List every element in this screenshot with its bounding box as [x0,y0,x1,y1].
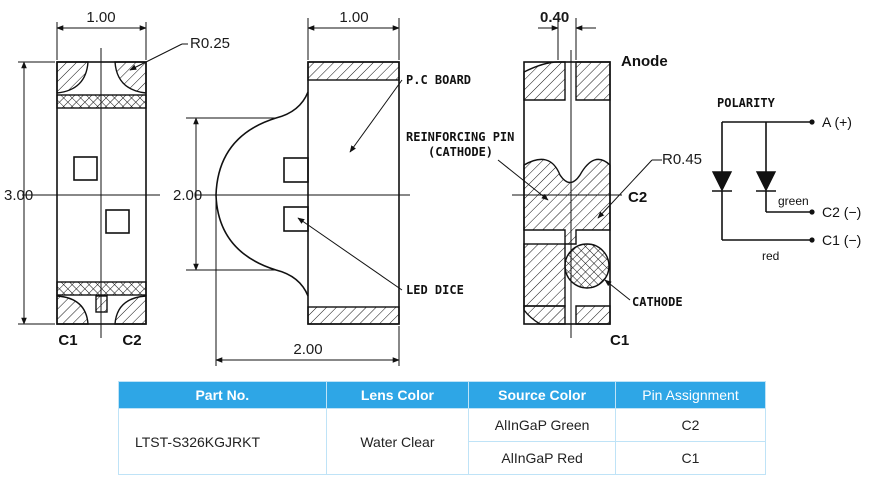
header-part-no: Part No. [118,381,327,409]
red-diode-icon [711,171,733,192]
front-die-1 [73,156,98,181]
cathode-label: CATHODE [632,295,683,309]
side-width-label: 1.00 [339,9,368,26]
c2-terminal [809,209,815,215]
lens-color-cell: Water Clear [325,408,470,475]
led-dice-leader [297,217,403,291]
side-lens-dome [215,91,309,297]
source-color-cell: AlInGaP Green [468,408,616,442]
pin-radius-label: R0.45 [662,151,702,168]
front-corner-bl [56,295,89,325]
reinforcing-pin-label: REINFORCING PIN [406,130,514,144]
side-bottom-pad [307,306,400,325]
red-label: red [762,249,779,263]
polarity-c2: C2 (−) [822,204,861,220]
pc-board-label: P.C BOARD [406,73,471,87]
end-top-right-pad [575,61,611,101]
front-corner-tr [114,61,147,94]
front-corner-tl [56,61,89,94]
side-height-label: 2.00 [173,187,202,204]
polarity-title: POLARITY [717,96,776,110]
front-die-2 [105,209,130,234]
corner-radius-label: R0.25 [190,35,230,52]
cathode-leader [604,279,631,301]
front-pin-c2: C2 [122,332,141,349]
header-source-color: Source Color [468,381,616,409]
c1-terminal [809,237,815,243]
pc-board-leader [349,79,403,153]
part-spec-table: Part No. Lens Color Source Color Pin Ass… [118,381,767,475]
end-view: 0.40 Anode REINFORCING PIN (CATHODE) R0.… [406,9,702,349]
pin-radius-leader [597,159,653,219]
end-reinforcing-region [523,158,611,245]
end-thickness-label: 0.40 [540,9,569,26]
side-top-pad [307,61,400,81]
green-label: green [778,194,809,208]
side-view: 1.00 2.00 2.00 P.C BOARD LED DICE [173,9,471,366]
side-die-1 [283,157,309,183]
anode-terminal [809,119,815,125]
polarity-c1: C1 (−) [822,232,861,248]
pin-assignment-cell: C2 [614,408,767,442]
end-bottom-right-pad [575,305,611,325]
reinforcing-pin-note: (CATHODE) [428,145,493,159]
end-cathode-circle [564,243,610,289]
pin-assignment-cell: C1 [614,441,767,475]
front-view: 1.00 3.00 R0.25 C1 C2 [4,9,230,349]
end-pin-c1: C1 [610,332,629,349]
end-bottom-left-corner [523,305,566,325]
table-row: AlInGaP Red C1 [119,441,767,475]
polarity-diagram: POLARITY A (+) C1 (−) red C2 (−) green [711,96,861,263]
side-die-2 [283,206,309,232]
header-pin-assignment: Pin Assignment [614,381,767,409]
end-top-left-pad [523,61,566,101]
front-width-label: 1.00 [86,9,115,26]
table-row: LTST-S326KGJRKT Water Clear AlInGaP Gree… [118,408,767,475]
front-length-label: 3.00 [4,187,33,204]
anode-label: Anode [621,53,668,70]
part-number-cell: LTST-S326KGJRKT [118,408,327,475]
green-diode-icon [755,171,777,192]
end-pin-c2: C2 [628,189,647,206]
front-corner-br [114,295,147,325]
header-lens-color: Lens Color [325,381,470,409]
end-bottom-left-pad [523,243,566,307]
side-body-outline [307,61,400,325]
source-color-cell: AlInGaP Red [468,441,616,475]
reinforcing-pin-leader [497,159,549,201]
side-length-label: 2.00 [293,341,322,358]
polarity-anode: A (+) [822,114,852,130]
table-header-row: Part No. Lens Color Source Color Pin Ass… [118,381,767,409]
led-package-drawing: 1.00 3.00 R0.25 C1 C2 1.00 2.00 [4,9,861,366]
front-pin-c1: C1 [58,332,77,349]
led-dice-label: LED DICE [406,283,464,297]
radius-leader [129,43,183,71]
